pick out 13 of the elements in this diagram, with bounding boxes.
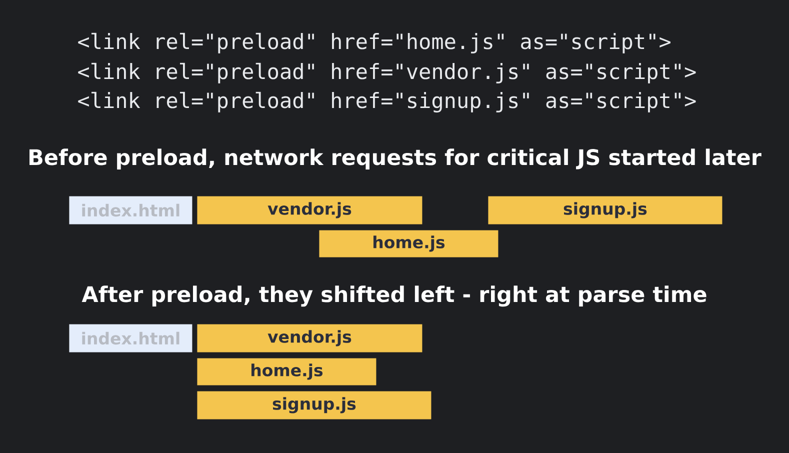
request-bar: home.js [197,358,376,386]
code-line: <link rel="preload" href="signup.js" as="script"> [78,92,696,113]
code-line: <link rel="preload" href="vendor.js" as="script"> [78,62,696,84]
code-line: <link rel="preload" href="home.js" as="script"> [78,32,670,54]
heading: After preload, they shifted left - right at parse time [82,286,706,307]
request-bar: index.html [69,324,192,352]
request-bar: index.html [69,196,192,224]
request-bar: signup.js [197,391,432,420]
request-bar: signup.js [488,196,722,224]
heading: Before preload, network requests for critical JS started later [30,148,762,170]
request-bar: vendor.js [197,324,422,352]
request-bar: vendor.js [197,196,422,224]
request-bar: home.js [319,230,498,258]
